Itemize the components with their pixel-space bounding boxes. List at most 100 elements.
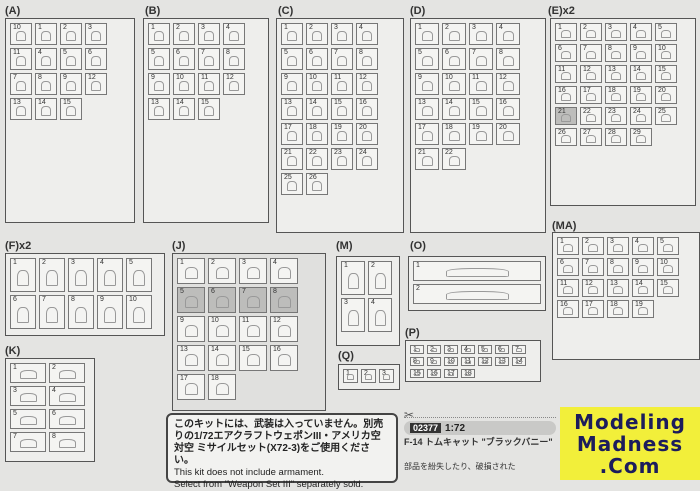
part-e-24: 24 — [630, 107, 652, 125]
part-c-6: 6 — [306, 48, 328, 70]
part-f-10: 10 — [126, 295, 152, 329]
part-c-22: 22 — [306, 148, 328, 170]
part-d-12: 12 — [496, 73, 520, 95]
part-b-15: 15 — [198, 98, 220, 120]
sprue-label-f: (F)x2 — [5, 240, 32, 252]
part-p-5: 5 — [478, 345, 492, 354]
sprue-label-o: (O) — [410, 240, 426, 252]
part-c-21: 21 — [281, 148, 303, 170]
part-j-1: 1 — [177, 258, 205, 284]
part-b-1: 1 — [148, 23, 170, 45]
part-a-5: 5 — [60, 48, 82, 70]
part-a-14: 14 — [35, 98, 57, 120]
part-e-19: 19 — [630, 86, 652, 104]
cut-line — [404, 417, 556, 418]
part-p-15: 15 — [410, 369, 424, 378]
part-a-6: 6 — [85, 48, 107, 70]
order-text: 部品を紛失したり、破損された — [404, 462, 516, 471]
part-ma-5: 5 — [657, 237, 679, 255]
part-c-2: 2 — [306, 23, 328, 45]
sprue-label-a: (A) — [5, 5, 21, 17]
part-ma-10: 10 — [657, 258, 679, 276]
part-a-7: 7 — [10, 73, 32, 95]
sprue-label-c: (C) — [278, 5, 294, 17]
part-e-28: 28 — [605, 128, 627, 146]
part-k-7: 7 — [10, 432, 46, 452]
part-f-8: 8 — [68, 295, 94, 329]
part-e-3: 3 — [605, 23, 627, 41]
notice-japanese: このキットには、武装は入っていません。別売りの1/72エアクラフトウェポンIII… — [174, 419, 384, 466]
part-b-11: 11 — [198, 73, 220, 95]
part-f-4: 4 — [97, 258, 123, 292]
part-j-9: 9 — [177, 316, 205, 342]
part-a-9: 9 — [60, 73, 82, 95]
part-j-6: 6 — [208, 287, 236, 313]
part-b-9: 9 — [148, 73, 170, 95]
logo-line-2: Madness — [576, 431, 684, 456]
product-number: 02377 — [410, 423, 442, 433]
part-ma-15: 15 — [657, 279, 679, 297]
part-j-15: 15 — [239, 345, 267, 371]
part-b-14: 14 — [173, 98, 195, 120]
part-d-13: 13 — [415, 98, 439, 120]
part-ma-18: 18 — [607, 300, 629, 318]
part-c-12: 12 — [356, 73, 378, 95]
part-j-12: 12 — [270, 316, 298, 342]
part-e-10: 10 — [655, 44, 677, 62]
part-f-7: 7 — [39, 295, 65, 329]
part-b-5: 5 — [148, 48, 170, 70]
part-j-2: 2 — [208, 258, 236, 284]
part-p-13: 13 — [495, 357, 509, 366]
part-c-3: 3 — [331, 23, 353, 45]
part-p-16: 16 — [427, 369, 441, 378]
part-j-4: 4 — [270, 258, 298, 284]
part-ma-3: 3 — [607, 237, 629, 255]
part-b-2: 2 — [173, 23, 195, 45]
part-c-7: 7 — [331, 48, 353, 70]
part-c-8: 8 — [356, 48, 378, 70]
part-e-26: 26 — [555, 128, 577, 146]
part-d-6: 6 — [442, 48, 466, 70]
part-b-8: 8 — [223, 48, 245, 70]
part-e-4: 4 — [630, 23, 652, 41]
part-e-16: 16 — [555, 86, 577, 104]
part-ma-16: 16 — [557, 300, 579, 318]
part-j-13: 13 — [177, 345, 205, 371]
part-c-1: 1 — [281, 23, 303, 45]
part-k-3: 3 — [10, 386, 46, 406]
part-e-13: 13 — [605, 65, 627, 83]
part-p-14: 14 — [512, 357, 526, 366]
part-f-1: 1 — [10, 258, 36, 292]
part-d-11: 11 — [469, 73, 493, 95]
part-d-10: 10 — [442, 73, 466, 95]
part-d-4: 4 — [496, 23, 520, 45]
part-d-17: 17 — [415, 123, 439, 145]
part-p-1: 1 — [410, 345, 424, 354]
part-ma-4: 4 — [632, 237, 654, 255]
part-d-7: 7 — [469, 48, 493, 70]
part-b-10: 10 — [173, 73, 195, 95]
part-e-2: 2 — [580, 23, 602, 41]
part-e-8: 8 — [605, 44, 627, 62]
notice-english-2: Select from "Weapon Set III" separately … — [174, 479, 364, 490]
part-e-17: 17 — [580, 86, 602, 104]
part-e-22: 22 — [580, 107, 602, 125]
part-c-24: 24 — [356, 148, 378, 170]
part-e-21: 21 — [555, 107, 577, 125]
part-j-14: 14 — [208, 345, 236, 371]
part-j-7: 7 — [239, 287, 267, 313]
notice-english-1: This kit does not include armament. — [174, 467, 324, 478]
part-k-4: 4 — [49, 386, 85, 406]
part-c-15: 15 — [331, 98, 353, 120]
part-e-9: 9 — [630, 44, 652, 62]
part-a-11: 11 — [10, 48, 32, 70]
sprue-label-b: (B) — [145, 5, 161, 17]
part-d-22: 22 — [442, 148, 466, 170]
part-c-19: 19 — [331, 123, 353, 145]
part-f-9: 9 — [97, 295, 123, 329]
